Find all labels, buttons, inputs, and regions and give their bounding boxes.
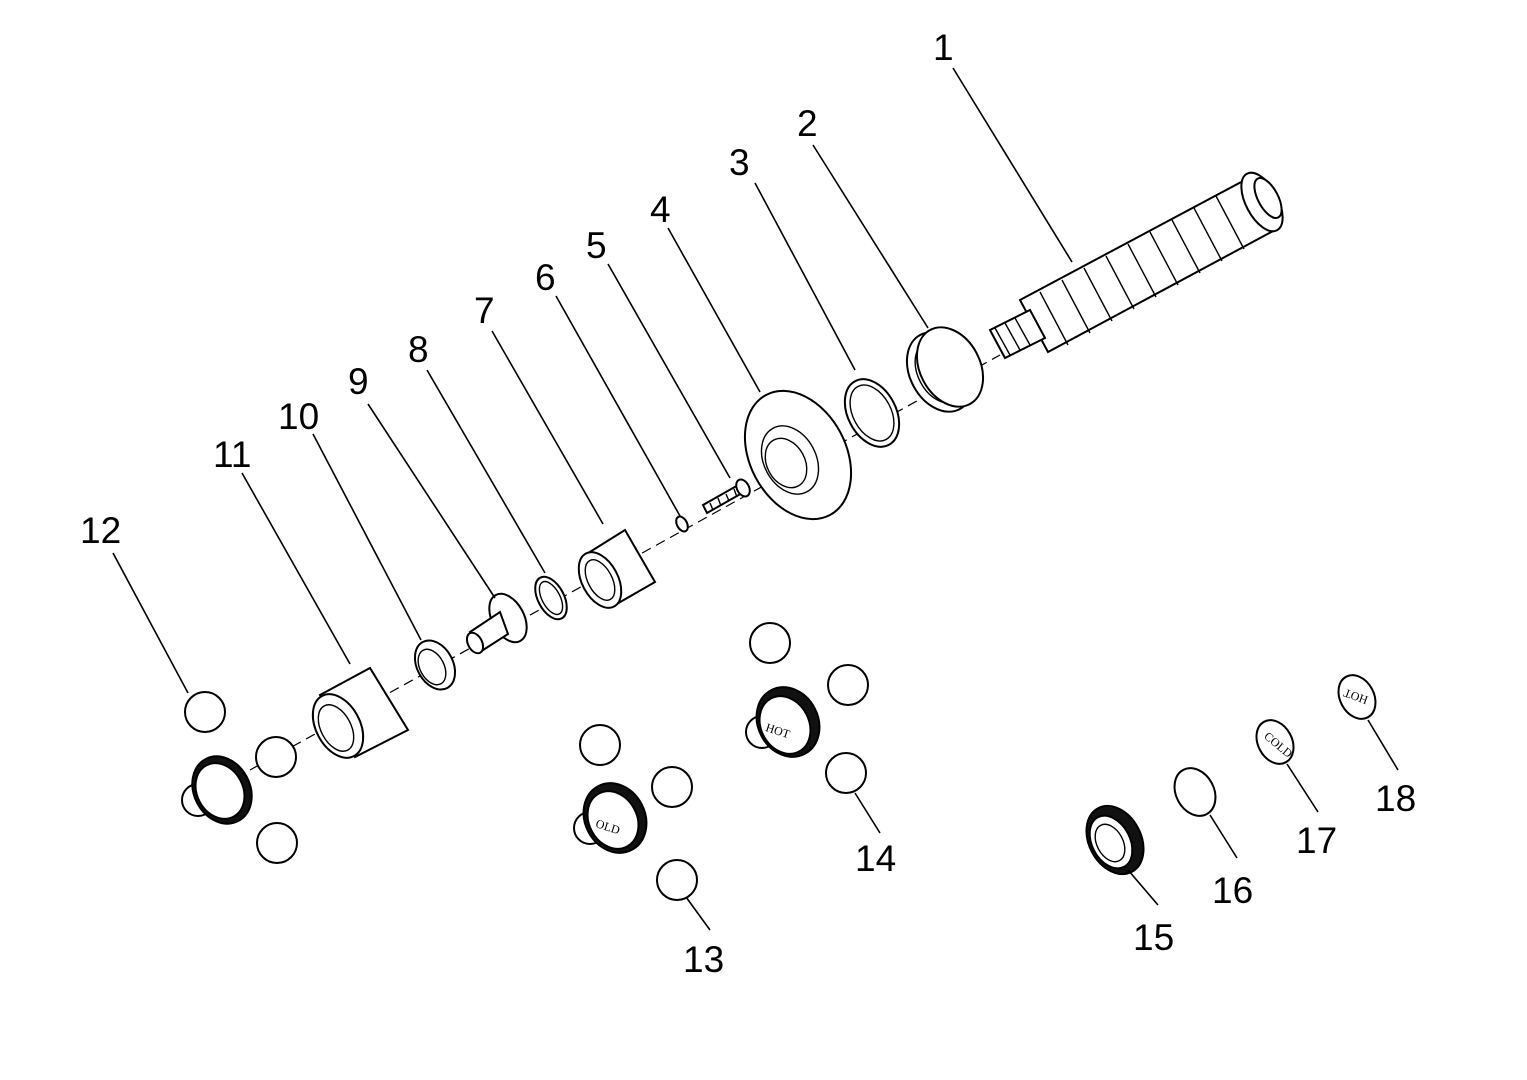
leader-18	[1367, 719, 1399, 771]
part-13-cold-handle: OLD	[573, 724, 698, 901]
callout-3: 3	[729, 142, 750, 183]
callout-2: 2	[797, 103, 818, 144]
part-14-hot-handle: HOT	[745, 622, 869, 794]
leader-17	[1286, 763, 1319, 813]
leader-10	[312, 433, 422, 641]
part-17-cold-cap: COLD	[1255, 719, 1296, 765]
leader-11	[241, 472, 351, 665]
callout-15: 15	[1133, 917, 1174, 958]
callout-12: 12	[80, 510, 121, 551]
callout-numbers: 1 2 3 4 5 6 7 8 9 10 11 12 13 14 15 16 1…	[80, 27, 1416, 980]
leader-4	[667, 227, 761, 393]
leader-2	[812, 144, 929, 329]
part-6-washer	[675, 515, 689, 533]
part-7-hex-nut	[577, 528, 657, 609]
callout-10: 10	[278, 396, 319, 437]
part-16-blank-disc	[1173, 767, 1217, 817]
callout-16: 16	[1212, 870, 1253, 911]
leader-5	[607, 263, 731, 479]
leader-13	[685, 896, 711, 931]
part-15-collar	[1085, 804, 1145, 876]
callout-13: 13	[683, 939, 724, 980]
callout-18: 18	[1375, 778, 1416, 819]
callout-5: 5	[586, 225, 607, 266]
part-12-cross-handle	[181, 691, 298, 864]
part-5-screw	[701, 478, 751, 515]
leader-3	[754, 182, 856, 371]
callout-6: 6	[535, 257, 556, 298]
leader-6	[555, 295, 681, 517]
leader-1	[952, 67, 1073, 263]
leader-8	[426, 369, 546, 574]
part-4-escutcheon	[743, 389, 853, 521]
part-11-shroud	[311, 666, 410, 759]
callout-4: 4	[650, 189, 671, 230]
callout-7: 7	[474, 290, 495, 331]
part-3-o-ring	[843, 378, 901, 448]
callout-9: 9	[348, 361, 369, 402]
callout-8: 8	[408, 329, 429, 370]
leader-14	[854, 792, 881, 834]
leader-lines	[112, 67, 1399, 931]
leader-9	[367, 403, 496, 599]
part-8-o-ring	[534, 575, 568, 621]
callout-14: 14	[855, 838, 896, 879]
leader-7	[491, 330, 604, 525]
callout-11: 11	[213, 434, 251, 475]
part-10-sleeve-ring	[413, 639, 457, 691]
callout-1: 1	[933, 27, 954, 68]
leader-15	[1127, 869, 1159, 906]
part-1-cartridge	[988, 171, 1284, 360]
leader-16	[1209, 814, 1238, 859]
callout-17: 17	[1296, 820, 1337, 861]
leader-12	[112, 552, 189, 694]
part-9-spindle	[465, 592, 528, 655]
part-18-hot-cap: HOT	[1337, 674, 1377, 720]
part-2-threaded-ring	[905, 326, 985, 413]
